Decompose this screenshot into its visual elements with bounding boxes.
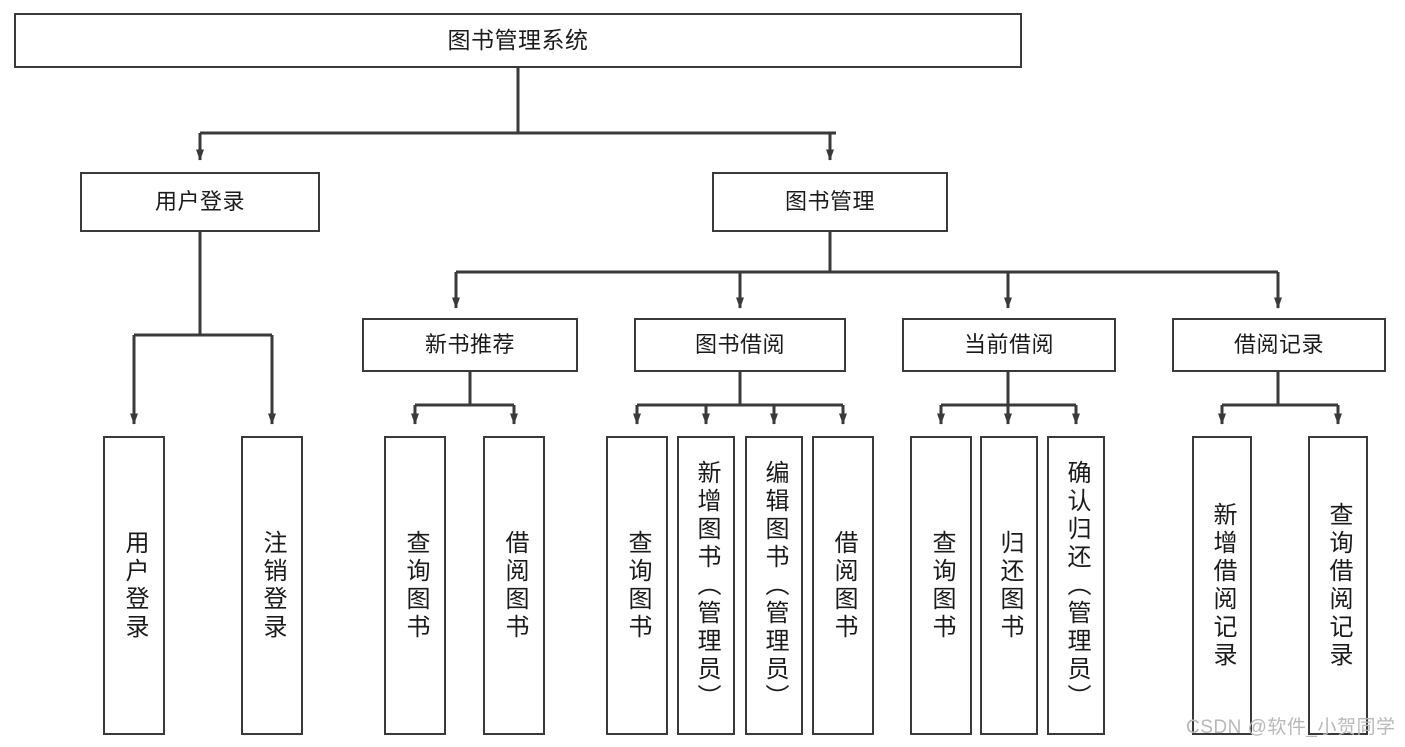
- node-label: 借阅图书: [501, 529, 528, 642]
- leaf-recommend-borrow-book[interactable]: 借阅图书: [483, 436, 545, 735]
- node-user-login[interactable]: 用户登录: [80, 172, 320, 232]
- leaf-current-confirm-return-admin[interactable]: 确认归还（管理员）: [1047, 436, 1105, 735]
- node-label: 查询图书: [402, 529, 429, 642]
- node-label: 注销登录: [259, 529, 286, 642]
- csdn-watermark: CSDN @软件_小贺同学: [1186, 717, 1396, 738]
- node-current-borrow[interactable]: 当前借阅: [902, 318, 1116, 372]
- node-label: 确认归还（管理员）: [1063, 459, 1090, 712]
- leaf-borrow-query-book[interactable]: 查询图书: [606, 436, 668, 735]
- leaf-borrow-add-book-admin[interactable]: 新增图书（管理员）: [677, 436, 735, 735]
- node-book-management[interactable]: 图书管理: [712, 172, 948, 232]
- leaf-user-login-logout[interactable]: 注销登录: [241, 436, 303, 735]
- node-label: 新书推荐: [424, 332, 515, 358]
- node-label: 归还图书: [996, 529, 1023, 642]
- node-label: 借阅图书: [830, 529, 857, 642]
- node-label: 图书管理系统: [447, 27, 589, 54]
- node-label: 图书管理: [784, 189, 875, 215]
- node-borrow-record[interactable]: 借阅记录: [1172, 318, 1386, 372]
- node-label: 借阅记录: [1233, 332, 1324, 358]
- leaf-user-login-login[interactable]: 用户登录: [103, 436, 165, 735]
- node-label: 查询图书: [624, 529, 651, 642]
- node-label: 编辑图书（管理员）: [761, 459, 788, 712]
- node-new-book-recommend[interactable]: 新书推荐: [362, 318, 578, 372]
- node-label: 查询借阅记录: [1325, 501, 1352, 670]
- node-label: 新增图书（管理员）: [693, 459, 720, 712]
- node-label: 查询图书: [928, 529, 955, 642]
- node-label: 用户登录: [121, 529, 148, 642]
- leaf-current-query-book[interactable]: 查询图书: [910, 436, 972, 735]
- node-label: 图书借阅: [694, 332, 785, 358]
- node-root-system[interactable]: 图书管理系统: [14, 13, 1022, 68]
- node-label: 用户登录: [154, 189, 245, 215]
- leaf-borrow-edit-book-admin[interactable]: 编辑图书（管理员）: [745, 436, 803, 735]
- node-label: 当前借阅: [963, 332, 1054, 358]
- node-label: 新增借阅记录: [1209, 501, 1236, 670]
- leaf-record-add-record[interactable]: 新增借阅记录: [1192, 436, 1252, 735]
- node-book-borrow[interactable]: 图书借阅: [634, 318, 846, 372]
- leaf-recommend-query-book[interactable]: 查询图书: [384, 436, 446, 735]
- leaf-record-query-record[interactable]: 查询借阅记录: [1308, 436, 1368, 735]
- leaf-borrow-borrow-book[interactable]: 借阅图书: [812, 436, 874, 735]
- leaf-current-return-book[interactable]: 归还图书: [980, 436, 1038, 735]
